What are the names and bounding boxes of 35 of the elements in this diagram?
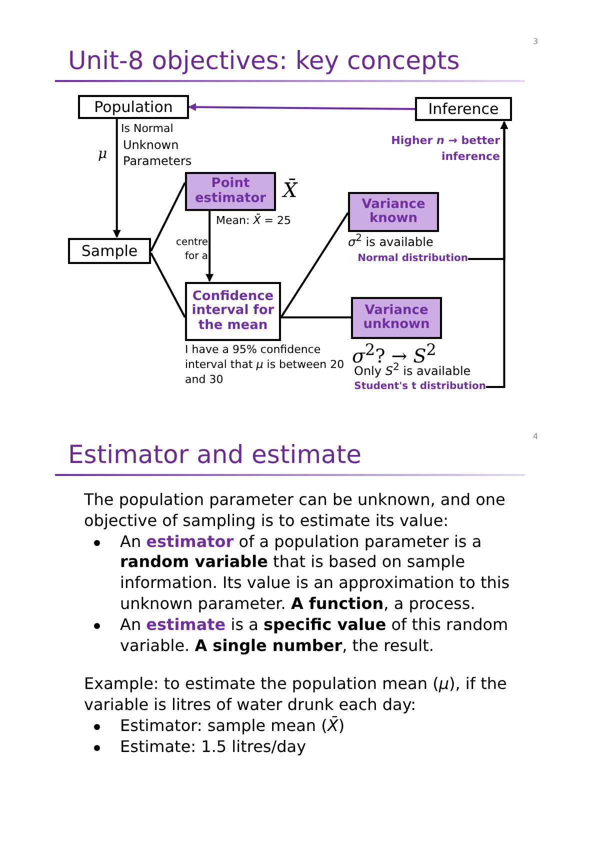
paragraph: Example: to estimate the population mean (μ), if the variable is litres of water drunk each day: — [84, 674, 508, 716]
bullet-point: Estimate: 1.5 litres/day — [84, 736, 554, 758]
bullet-point: Estimator: sample mean (X̄) — [84, 716, 554, 737]
concept-box: Population — [78, 95, 189, 119]
annotation: σ$^{2}$ is available — [348, 233, 434, 249]
arrow — [188, 103, 415, 112]
math-symbol: X̄ — [283, 178, 299, 204]
arrow — [486, 121, 508, 388]
arrow — [206, 211, 214, 282]
bullet-point: An estimate is a specific value of this random variable. A single number, the result. — [84, 614, 554, 656]
annotation: Unknown Parameters — [123, 138, 193, 168]
annotation: Mean: X̄ = 25 — [216, 214, 292, 229]
annotation: Only S$^{2}$ is available — [354, 362, 472, 378]
connector-line — [280, 212, 349, 318]
bullet-point: An estimator of a population parameter is a random variable that is based on sample information. Its value is an approximation to this unknown parameter. A function, a process. — [84, 532, 554, 615]
page-number: 4 — [533, 432, 540, 443]
concept-box: Confidence interval for the mean — [185, 282, 281, 341]
concept-box: Point estimator — [185, 172, 276, 211]
arrow — [112, 119, 121, 238]
connector-line — [150, 182, 186, 252]
concept-box: Sample — [68, 238, 151, 264]
slide-title: Estimator and estimate — [68, 440, 363, 471]
concept-box: Inference — [415, 97, 512, 121]
paragraph: The population parameter can be unknown, and one objective of sampling is to estimate its value: — [84, 490, 506, 532]
concept-box: Variance known — [348, 192, 439, 232]
concept-box: Variance unknown — [351, 297, 442, 339]
slide-title: Unit-8 objectives: key concepts — [68, 46, 461, 77]
annotation: Higher n → better inference — [390, 133, 500, 165]
distribution-label: Normal distribution — [340, 251, 468, 267]
annotation: Is Normal — [121, 122, 174, 136]
math-formula: σ$^{2}$? → S$^{2}$ — [352, 340, 436, 364]
connector-line — [281, 316, 351, 318]
connector-line — [150, 252, 186, 318]
page-number: 3 — [533, 37, 540, 48]
math-symbol: μ — [98, 146, 108, 164]
